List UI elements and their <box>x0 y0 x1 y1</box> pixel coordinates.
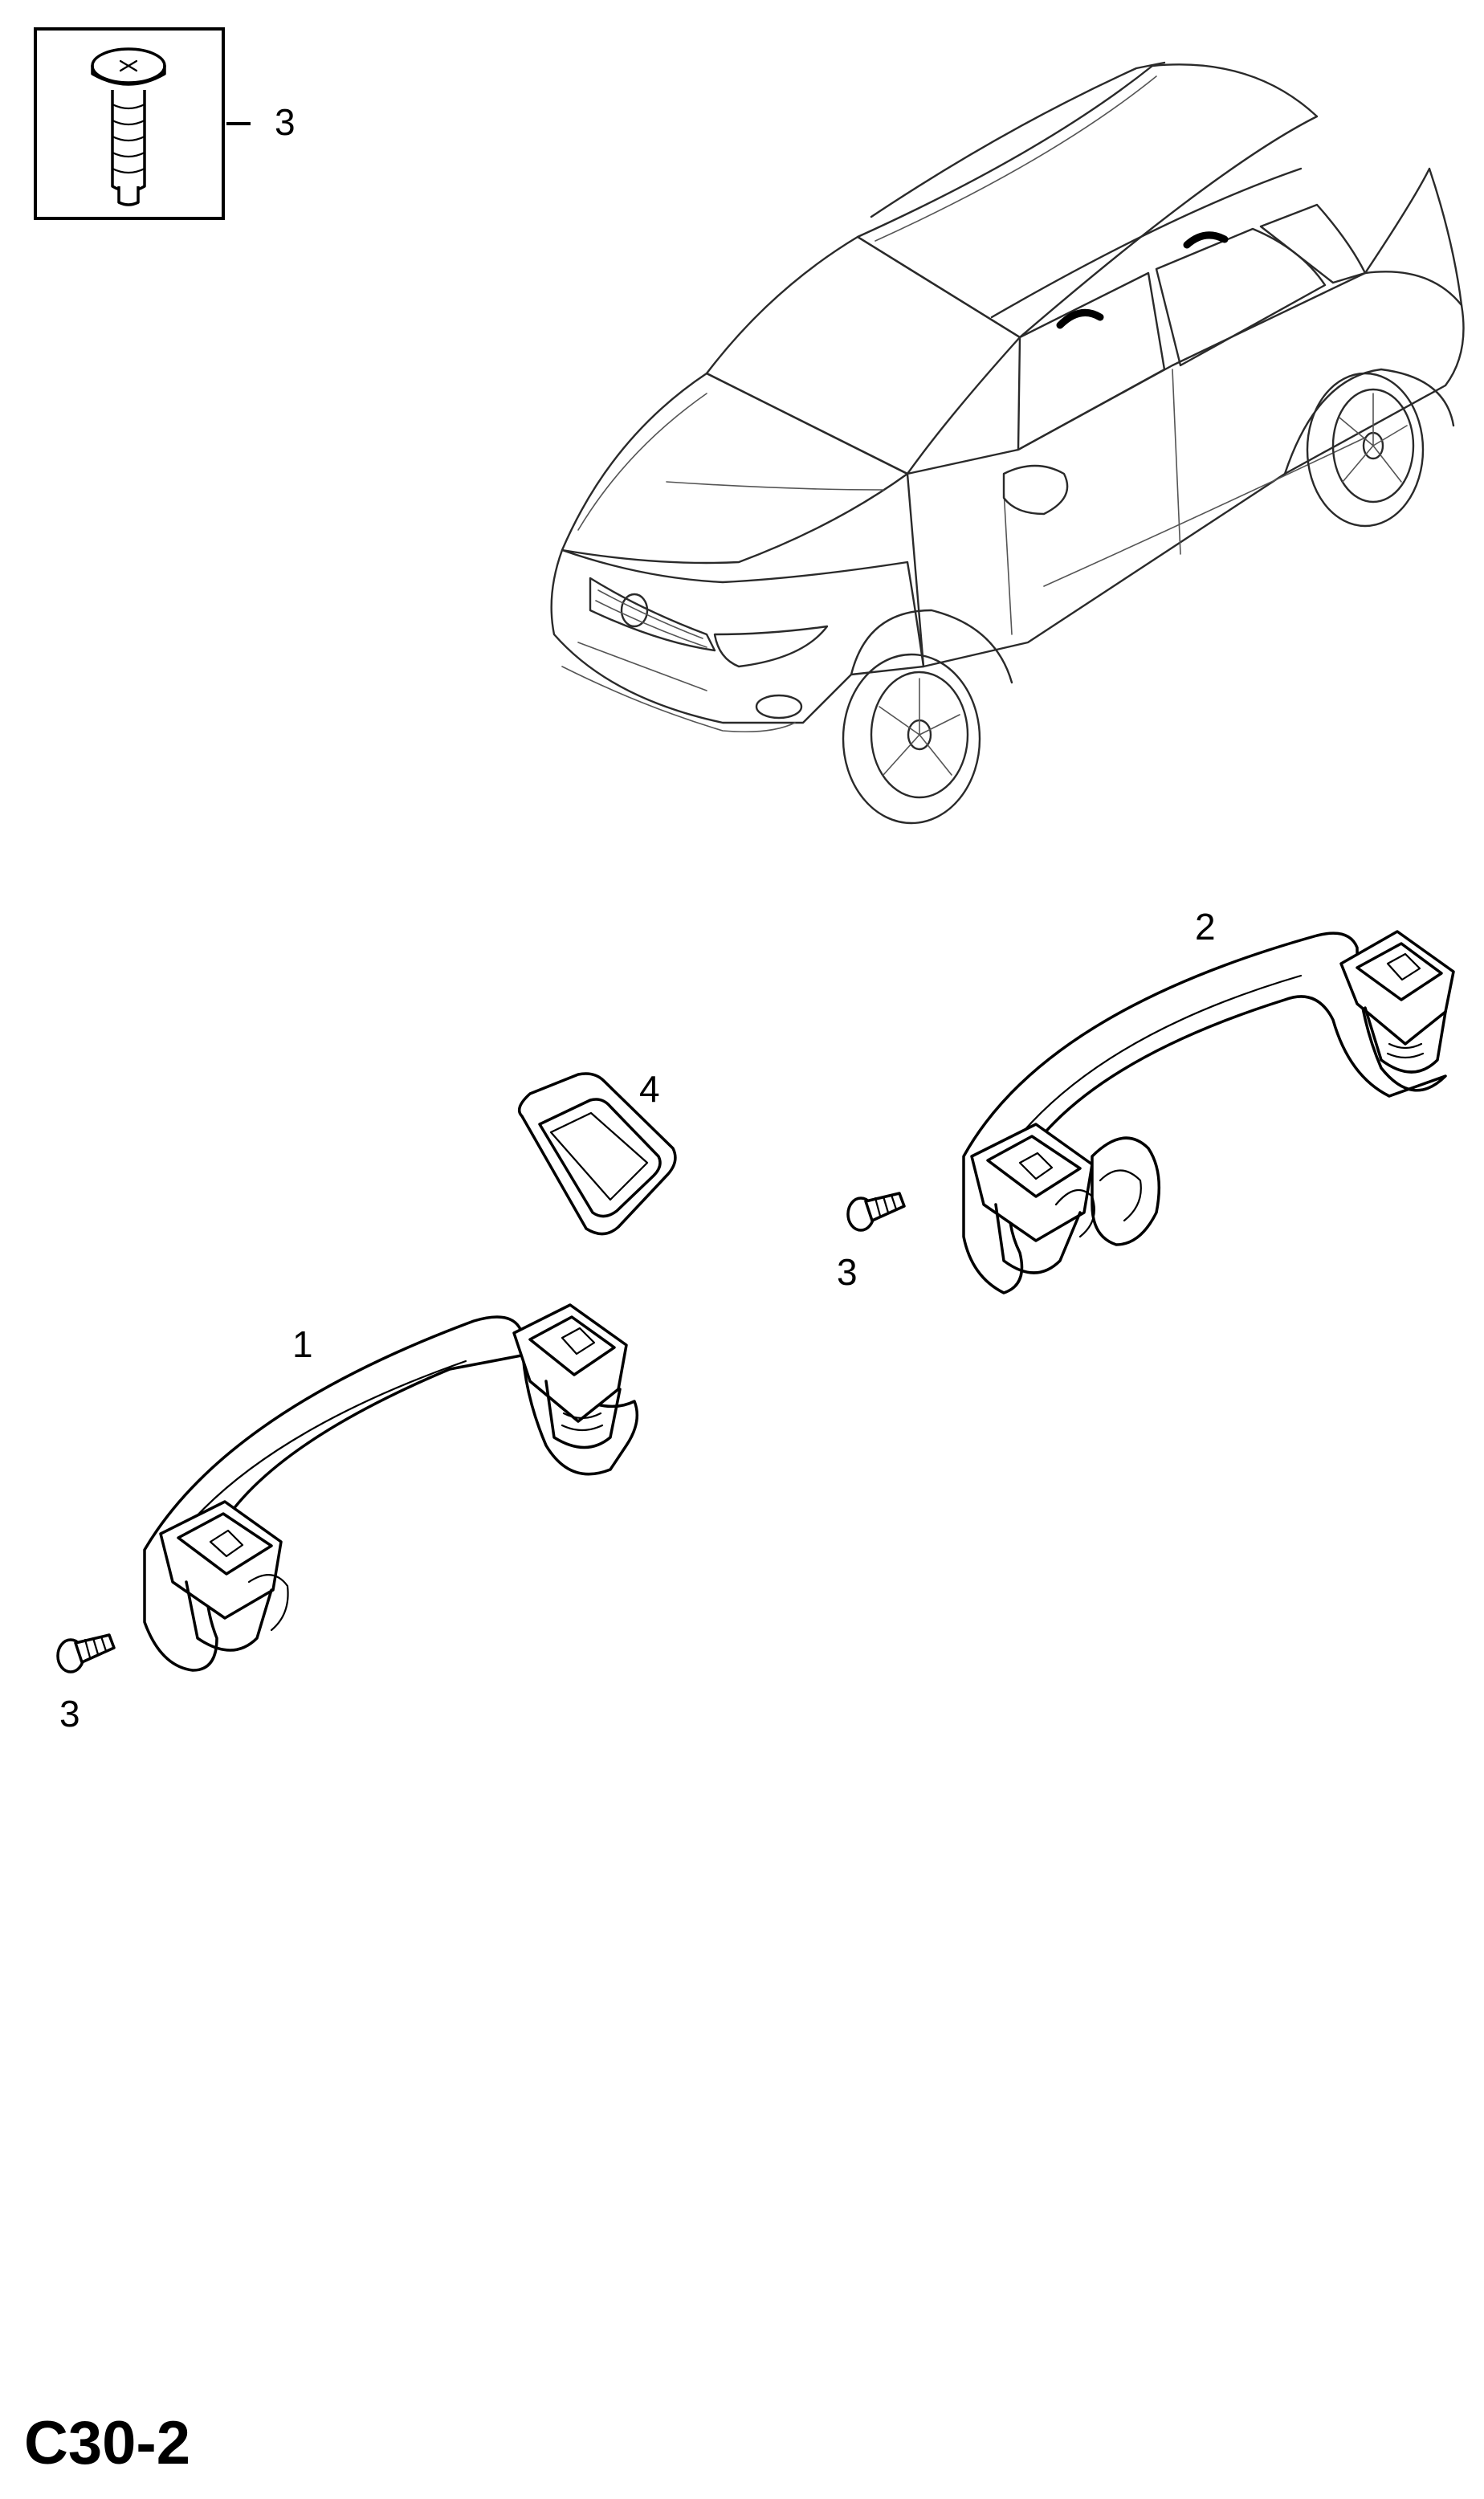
part-3-screw-front: 3 <box>56 1633 116 1735</box>
handle-location-rear-mark <box>1183 231 1229 249</box>
callout-inset-screw: 3 <box>275 101 296 143</box>
screw-inset: 3 <box>34 27 296 220</box>
part-1-grab-handle-front: 1 <box>143 1303 639 1672</box>
callout-part-2: 2 <box>1195 906 1216 948</box>
screw-inset-icon <box>91 47 166 206</box>
page-code: C30-2 <box>24 2409 190 2477</box>
part-4-cover-cap: 4 <box>517 1068 677 1236</box>
callout-screw-rear: 3 <box>837 1251 858 1293</box>
callout-screw-front: 3 <box>59 1693 80 1735</box>
callout-part-4: 4 <box>639 1068 660 1110</box>
handle-location-front-mark <box>1056 308 1104 329</box>
part-3-screw-rear: 3 <box>837 1192 906 1293</box>
callout-part-1: 1 <box>292 1323 313 1365</box>
part-2-grab-handle-rear: 2 <box>962 906 1455 1294</box>
vehicle-illustration <box>550 61 1465 825</box>
